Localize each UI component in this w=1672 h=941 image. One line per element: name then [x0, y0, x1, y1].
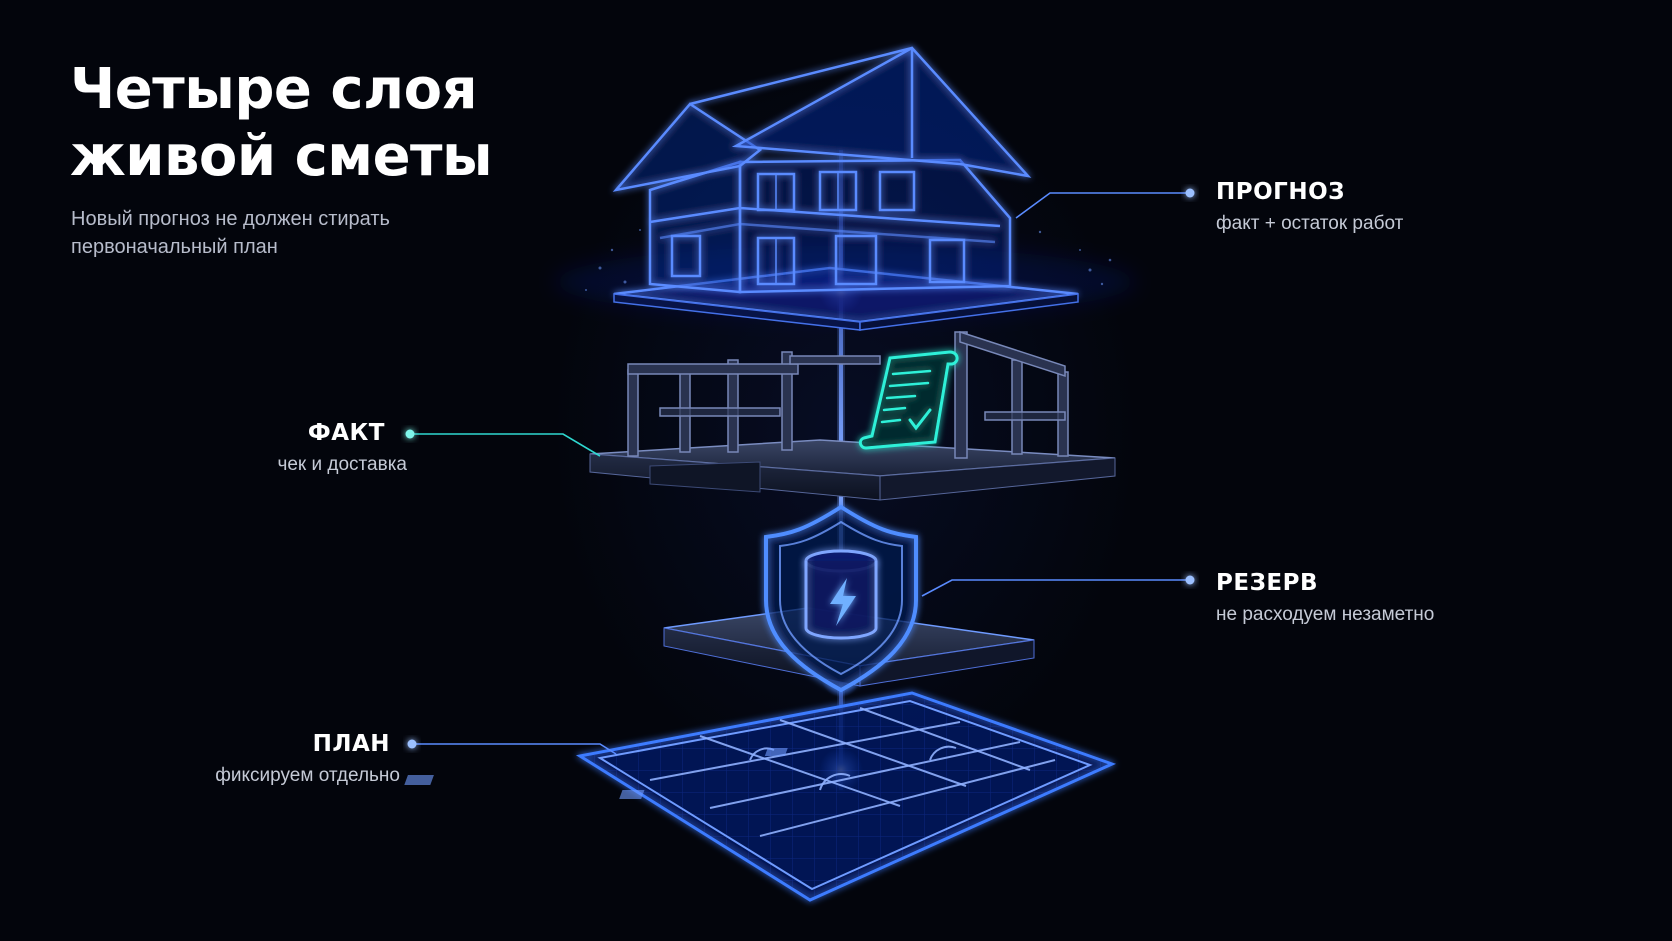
- house-wireframe-icon: [612, 46, 1032, 294]
- forecast-label: ПРОГНОЗ: [1216, 179, 1345, 205]
- connector-fact: [405, 429, 601, 457]
- fact-description: чек и доставка: [277, 454, 407, 475]
- subtitle-line-2: первоначальный план: [71, 236, 278, 258]
- floor-plan-icon: [404, 691, 1117, 902]
- connector-forecast: [1015, 188, 1195, 219]
- plan-label: ПЛАН: [312, 731, 390, 757]
- forecast-description: факт + остаток работ: [1216, 213, 1404, 234]
- subtitle-line-1: Новый прогноз не должен стирать: [71, 208, 390, 230]
- title-line-2: живой сметы: [70, 124, 493, 189]
- fact-label: ФАКТ: [307, 420, 385, 446]
- page-subtitle: Новый прогноз не должен стирать первонач…: [71, 205, 471, 261]
- page-title: Четыре слоя живой сметы: [70, 56, 590, 190]
- receipt-scroll-icon: [858, 350, 959, 450]
- connector-reserve: [921, 575, 1195, 597]
- fact-slab: [589, 439, 1116, 501]
- construction-frame: [627, 330, 1069, 459]
- shield-battery-icon: [764, 504, 918, 693]
- reserve-label: РЕЗЕРВ: [1216, 570, 1319, 596]
- connector-plan: [407, 739, 617, 755]
- title-line-1: Четыре слоя: [70, 57, 478, 122]
- reserve-description: не расходуем незаметно: [1216, 604, 1435, 625]
- plan-description: фиксируем отдельно: [215, 765, 400, 786]
- particle-dust: [585, 229, 1112, 291]
